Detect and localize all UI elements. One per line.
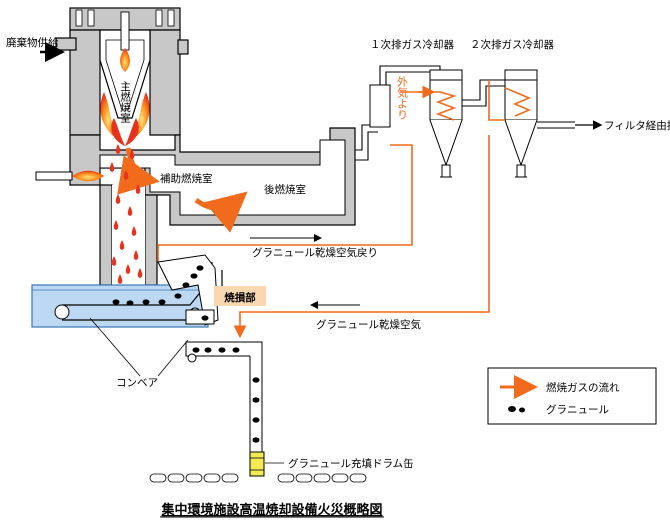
combustion-housing bbox=[35, 127, 356, 286]
floor-drum bbox=[167, 473, 185, 483]
post-chamber-label: 後燃焼室 bbox=[264, 183, 306, 196]
outside-air-label: 外気より bbox=[396, 76, 409, 120]
granule-bead bbox=[201, 315, 209, 321]
granule-bead bbox=[112, 299, 120, 305]
granule-bead bbox=[190, 273, 198, 279]
floor-drum bbox=[185, 473, 203, 483]
cooler1-label: １次排ガス冷却器 bbox=[370, 38, 454, 51]
molten-droplet bbox=[129, 149, 135, 159]
main-chamber-label: 主燃焼室 bbox=[119, 81, 131, 123]
granule-bead bbox=[218, 347, 226, 353]
granule-bead bbox=[158, 299, 166, 305]
granule-bead bbox=[252, 417, 260, 423]
floor-drum bbox=[149, 473, 167, 483]
floor-drum bbox=[349, 473, 367, 483]
cooler1-coil bbox=[400, 91, 457, 121]
molten-droplet bbox=[117, 274, 123, 284]
legend-granule-label: グラニュール bbox=[546, 403, 609, 416]
granule-bead bbox=[252, 377, 260, 383]
granule-bead bbox=[252, 437, 260, 443]
gas-flow-arrow-1 bbox=[117, 147, 160, 195]
granule-bead bbox=[252, 397, 260, 403]
molten-droplet bbox=[115, 194, 121, 204]
granule-drum bbox=[249, 451, 265, 477]
falling-droplets bbox=[109, 144, 143, 284]
molten-droplet bbox=[123, 170, 129, 180]
floor-drum bbox=[331, 473, 349, 483]
granule-bead bbox=[232, 347, 240, 353]
drum-label: グラニュール充填ドラム缶 bbox=[288, 457, 414, 470]
aux-chamber-label: 補助燃焼室 bbox=[160, 172, 213, 185]
burner-flame bbox=[72, 170, 104, 182]
legend-granule-icon bbox=[508, 406, 516, 412]
molten-droplet bbox=[137, 268, 143, 278]
molten-droplet bbox=[109, 162, 115, 172]
granule-bead bbox=[182, 282, 190, 288]
legend-gas-flow-label: 燃焼ガスの流れ bbox=[546, 381, 620, 394]
secondary-cooler bbox=[504, 69, 603, 178]
filter-stack-label: フィルタ経由排気筒へ bbox=[604, 119, 670, 132]
granule-bead bbox=[196, 265, 204, 271]
primary-cooler bbox=[429, 69, 505, 178]
main-chamber-flames bbox=[100, 48, 150, 146]
burn-area-highlight bbox=[214, 286, 266, 306]
floor-drum bbox=[277, 473, 295, 483]
granule-return-air-label: グラニュール乾燥空気戻り bbox=[252, 246, 378, 259]
molten-droplet bbox=[127, 206, 133, 216]
exhaust-ducting bbox=[355, 65, 441, 161]
granule-bead bbox=[192, 347, 200, 353]
floor-drum bbox=[203, 473, 221, 483]
drum-row bbox=[149, 473, 367, 483]
granule-dry-air-label: グラニュール乾燥空気 bbox=[316, 318, 421, 331]
molten-droplet bbox=[135, 184, 141, 194]
granule-bead bbox=[142, 299, 150, 305]
granule-beads bbox=[112, 265, 260, 443]
granule-bead bbox=[204, 347, 212, 353]
conveyor-label: コンベア bbox=[116, 377, 158, 389]
floor-drum bbox=[221, 473, 239, 483]
molten-droplet bbox=[131, 226, 137, 236]
molten-droplet bbox=[133, 250, 139, 260]
legend: 燃焼ガスの流れ グラニュール bbox=[487, 367, 657, 425]
cooler2-coil bbox=[504, 87, 532, 117]
main-combustion-chamber bbox=[55, 7, 189, 136]
waste-feed-label: 廃棄物供給 bbox=[6, 36, 59, 49]
molten-droplet bbox=[113, 220, 119, 230]
molten-droplet bbox=[111, 256, 117, 266]
floor-drum bbox=[313, 473, 331, 483]
granule-bead bbox=[126, 300, 134, 306]
molten-droplet bbox=[125, 264, 131, 274]
granule-air-lines bbox=[157, 135, 490, 339]
molten-droplet bbox=[119, 240, 125, 250]
burn-area-label: 焼損部 bbox=[224, 291, 256, 304]
cooler2-label: ２次排ガス冷却器 bbox=[470, 38, 554, 51]
gas-flow-arrow-2 bbox=[194, 191, 248, 233]
diagram-title: 集中環境施設高温焼却設備火災概略図 bbox=[160, 502, 382, 518]
floor-drum bbox=[295, 473, 313, 483]
granule-bead bbox=[174, 293, 182, 299]
molten-droplet bbox=[115, 144, 121, 154]
